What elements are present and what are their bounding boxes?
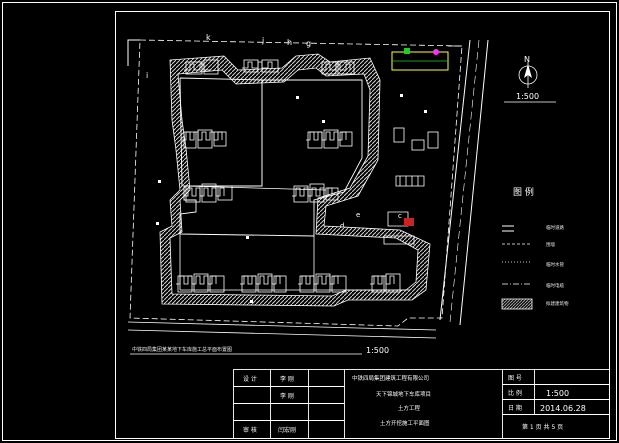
legend-label-road: 临时道路: [546, 224, 564, 231]
tower-cluster-top-left: [184, 59, 219, 75]
scale-label-top: 1:500: [516, 92, 539, 101]
site-boundary: [129, 39, 463, 327]
site-entrance: [391, 45, 462, 71]
grid-label-i: i: [146, 71, 148, 80]
site-corner-topleft: [127, 39, 140, 66]
tb-sheet-title: 土方开挖施工平面图: [380, 419, 430, 427]
tb-project: 天下锦城地下车库项目: [376, 390, 431, 398]
legend-label-building: 拟建建筑物: [546, 300, 569, 307]
north-arrow-icon: [518, 62, 538, 88]
legend-heading: 图 例: [513, 186, 534, 198]
north-label: N: [524, 55, 530, 64]
title-block-grid: [233, 369, 610, 439]
excavation-hatched-ring: [159, 53, 431, 307]
tower-cluster-right-1: [306, 129, 353, 149]
grid-label-e: e: [356, 211, 360, 219]
tb-phase: 土方工程: [398, 404, 421, 412]
grid-label-g: g: [306, 39, 311, 48]
tb-label-review: 审 核: [243, 426, 257, 434]
plan-title: 中铁四局集团某某地下车库施工总平面布置图: [132, 346, 232, 353]
tower-cluster-bottom-left: [176, 273, 225, 293]
sheet-inner-frame: [115, 11, 610, 439]
grid-label-j: j: [261, 36, 264, 45]
tb-name-second: 李 刚: [280, 392, 294, 400]
pit-divider-mid: [183, 185, 327, 191]
tb-date-value: 2014.06.28: [540, 404, 586, 413]
excavation-pit-outline: [179, 77, 363, 237]
legend-symbol-road: [502, 225, 514, 232]
plan-scale: 1:500: [366, 346, 389, 355]
grid-label-k: k: [206, 33, 211, 42]
tower-cluster-top-right: [320, 61, 355, 75]
tower-cluster-bottom-far-right: [370, 273, 401, 293]
tb-label-drawing-no: 图 号: [508, 375, 522, 382]
grid-label-c: c: [398, 212, 402, 220]
road-bottom: [127, 321, 437, 339]
tb-name-review: 闫宏刚: [278, 426, 296, 434]
legend-symbol-building: [501, 298, 533, 310]
legend-label-water: 临时水管: [546, 261, 564, 268]
grid-label-h: h: [287, 38, 292, 47]
tb-name-design: 李 刚: [280, 375, 294, 383]
tb-label-scale: 比 例: [508, 389, 522, 397]
tb-sheet-count: 第 1 页 共 5 页: [522, 423, 563, 431]
tower-cluster-bottom-right: [298, 273, 347, 293]
road-right: [439, 39, 489, 326]
site-office-block: [383, 127, 439, 245]
tower-cluster-right-2: [292, 183, 339, 203]
survey-markers: [156, 94, 427, 303]
tower-cluster-left-2: [184, 183, 233, 203]
legend-label-cable: 临时电缆: [546, 282, 564, 289]
grid-label-d: d: [340, 222, 344, 230]
legend-label-fence: 围墙: [546, 241, 555, 248]
tb-company: 中铁四局集团建筑工程有限公司: [352, 374, 429, 382]
tb-scale-value: 1:500: [546, 389, 569, 398]
tower-cluster-top-mid: [242, 59, 279, 73]
tower-cluster-left-1: [182, 129, 227, 149]
tower-cluster-bottom-mid: [240, 273, 287, 293]
tb-label-date: 日 期: [508, 404, 522, 412]
tb-label-design: 设 计: [243, 375, 257, 383]
